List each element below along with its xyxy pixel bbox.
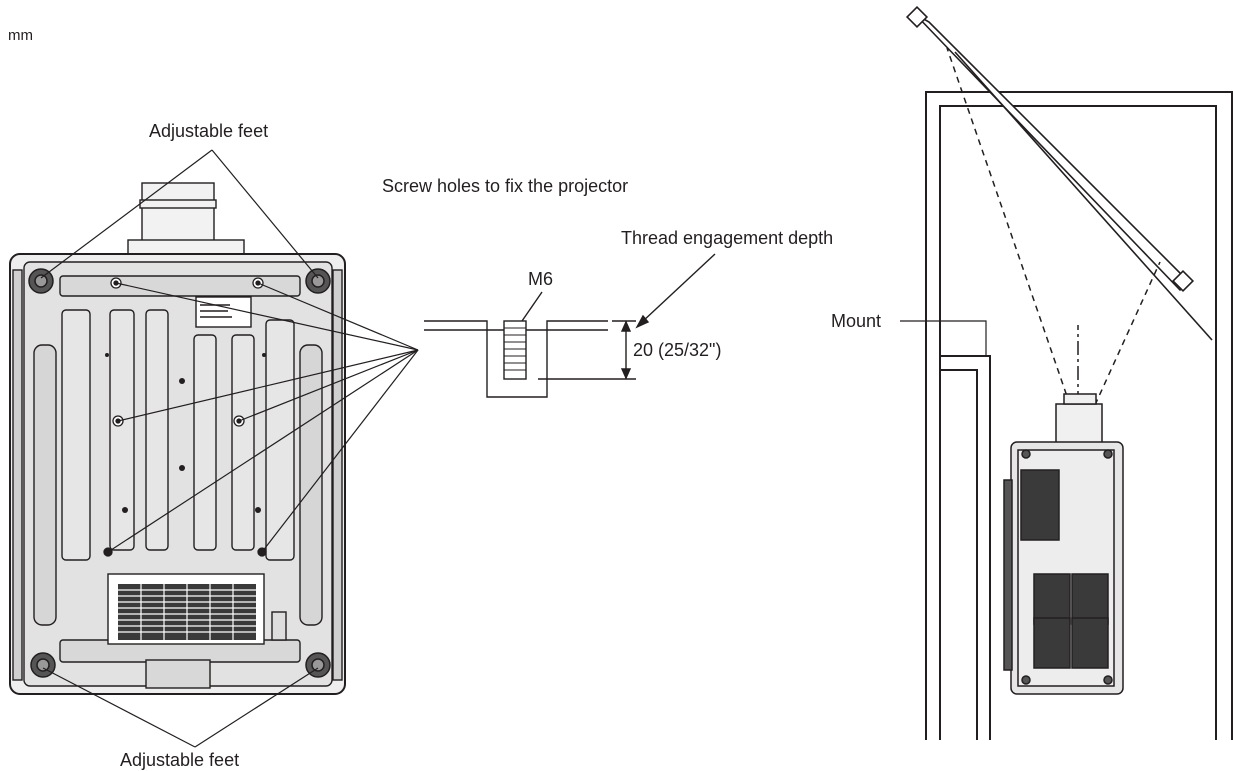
adjustable-feet-top-label: Adjustable feet (149, 121, 268, 141)
depth-value-label: 20 (25/32") (633, 340, 721, 360)
screw-holes-label: Screw holes to fix the projector (382, 176, 628, 196)
projector-side-view (1003, 393, 1124, 695)
feet-bottom-leaders (42, 667, 319, 748)
screw-hole-section (424, 253, 716, 398)
mount-label: Mount (831, 311, 881, 331)
thread-size-label: M6 (528, 269, 553, 289)
mount-leader (900, 320, 987, 356)
screw-hole-leaders (107, 282, 419, 553)
unit-label: mm (8, 27, 33, 44)
adjustable-feet-bottom (30, 652, 331, 678)
enclosure (925, 91, 1233, 740)
adjustable-feet-top (28, 268, 331, 294)
feet-top-leaders (40, 149, 319, 279)
thread-depth-label: Thread engagement depth (621, 228, 833, 248)
adjustable-feet-bottom-label: Adjustable feet (120, 750, 239, 770)
mirror (905, 5, 1213, 341)
body-dots (105, 353, 266, 513)
projection-beam (946, 47, 1161, 406)
projector-bottom-view (9, 182, 346, 695)
